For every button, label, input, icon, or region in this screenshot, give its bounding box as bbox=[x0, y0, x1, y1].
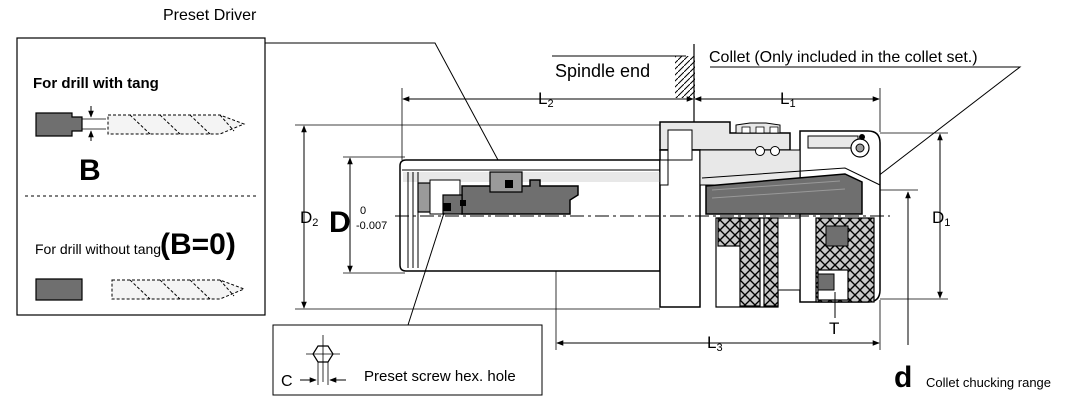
knurl-ring-3 bbox=[763, 217, 779, 307]
inset-b-label: B bbox=[79, 154, 101, 187]
collet-chucking-range-label: Collet chucking range bbox=[926, 375, 1051, 390]
preset-driver-leader bbox=[265, 42, 513, 187]
preset-driver-label: Preset Driver bbox=[163, 7, 257, 24]
d-upper-tolerance: 0 bbox=[360, 205, 366, 217]
spindle-end-hatch bbox=[675, 56, 695, 98]
drill-type-inset: For drill with tang B For drill without … bbox=[16, 37, 266, 316]
c-label: C bbox=[281, 373, 293, 390]
tool-holder-body bbox=[395, 121, 890, 308]
collet-part bbox=[705, 173, 863, 215]
t-label: T bbox=[829, 319, 839, 338]
collet-leader bbox=[710, 66, 1022, 197]
knurl-ring-1 bbox=[717, 217, 743, 247]
d-lower-tolerance: -0.007 bbox=[356, 220, 387, 232]
collet-label: Collet (Only included in the collet set.… bbox=[709, 49, 978, 66]
inset-b-zero-label: (B=0) bbox=[160, 228, 236, 261]
drill-without-tang-icon bbox=[35, 278, 246, 301]
l3-label: L3 bbox=[707, 333, 723, 354]
l2-label: L2 bbox=[538, 89, 554, 110]
drill-with-tang-icon bbox=[35, 106, 246, 141]
preset-screw-label: Preset screw hex. hole bbox=[364, 368, 516, 385]
drill-without-tang-label: For drill without tang bbox=[35, 241, 161, 257]
d-small-label: d bbox=[894, 361, 912, 394]
d1-label: D1 bbox=[932, 208, 950, 229]
l1-label: L1 bbox=[780, 89, 796, 110]
d2-label: D2 bbox=[300, 208, 318, 229]
preset-screw-callout: C Preset screw hex. hole bbox=[272, 212, 543, 396]
knurl-ring-2 bbox=[739, 217, 761, 307]
d-shank-label: D bbox=[329, 206, 351, 239]
preset-screw-leader bbox=[407, 212, 445, 326]
spindle-end-label: Spindle end bbox=[555, 61, 650, 81]
drill-with-tang-label: For drill with tang bbox=[33, 75, 159, 92]
inset-frame bbox=[16, 37, 266, 316]
